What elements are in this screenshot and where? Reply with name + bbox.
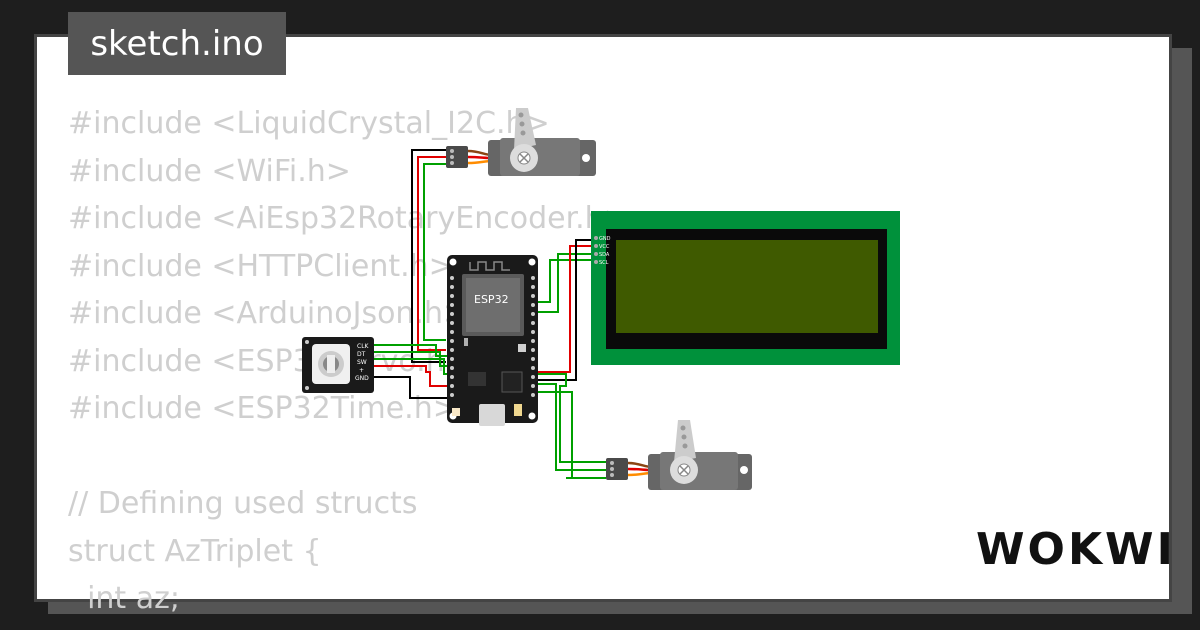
lcd-module bbox=[591, 211, 900, 365]
servo-top bbox=[446, 108, 596, 176]
code-line: #include <ESP32Time.h> bbox=[68, 391, 458, 426]
code-line: int az; bbox=[68, 581, 180, 616]
wires-lcd bbox=[538, 239, 593, 381]
code-line: struct AzTriplet { bbox=[68, 533, 322, 569]
code-line: // Defining used structs bbox=[68, 486, 418, 521]
rotary-encoder bbox=[302, 337, 374, 393]
esp32-pins bbox=[450, 276, 535, 397]
encoder-pin-label: GND bbox=[355, 375, 369, 382]
esp32-label: ESP32 bbox=[474, 293, 509, 306]
lcd-pin-label: GND bbox=[599, 236, 611, 242]
wokwi-logo: WOKWI bbox=[976, 524, 1176, 575]
encoder-pin-label: CLK bbox=[357, 343, 370, 350]
lcd-pin-label: SDA bbox=[599, 252, 610, 258]
encoder-pin-label: + bbox=[359, 367, 364, 374]
code-line: #include <WiFi.h> bbox=[68, 153, 351, 189]
file-tab: sketch.ino bbox=[68, 12, 286, 75]
servo-bottom bbox=[606, 420, 752, 490]
wires-top-servo bbox=[411, 149, 446, 363]
encoder-pin-label: DT bbox=[357, 351, 366, 358]
encoder-pin-label: SW bbox=[357, 359, 367, 366]
wires-bottom-servo bbox=[538, 373, 606, 479]
lcd-pin-labels: GND VCC SDA SCL bbox=[599, 236, 611, 266]
encoder-pin-labels: CLK DT SW + GND bbox=[355, 343, 370, 382]
code-preview: #include <LiquidCrystal_I2C.h> #include … bbox=[68, 100, 629, 623]
code-line: #include <LiquidCrystal_I2C.h> bbox=[68, 106, 550, 141]
code-line: #include <HTTPClient.h> bbox=[68, 248, 454, 284]
lcd-pin-label: SCL bbox=[599, 260, 609, 266]
code-line: #include <ArduinoJson.h> bbox=[68, 296, 469, 331]
lcd-pin-label: VCC bbox=[599, 244, 610, 250]
wires-encoder bbox=[372, 344, 452, 399]
code-line: #include <AiEsp32RotaryEncoder.h> bbox=[68, 201, 629, 236]
esp32-board bbox=[447, 255, 538, 426]
